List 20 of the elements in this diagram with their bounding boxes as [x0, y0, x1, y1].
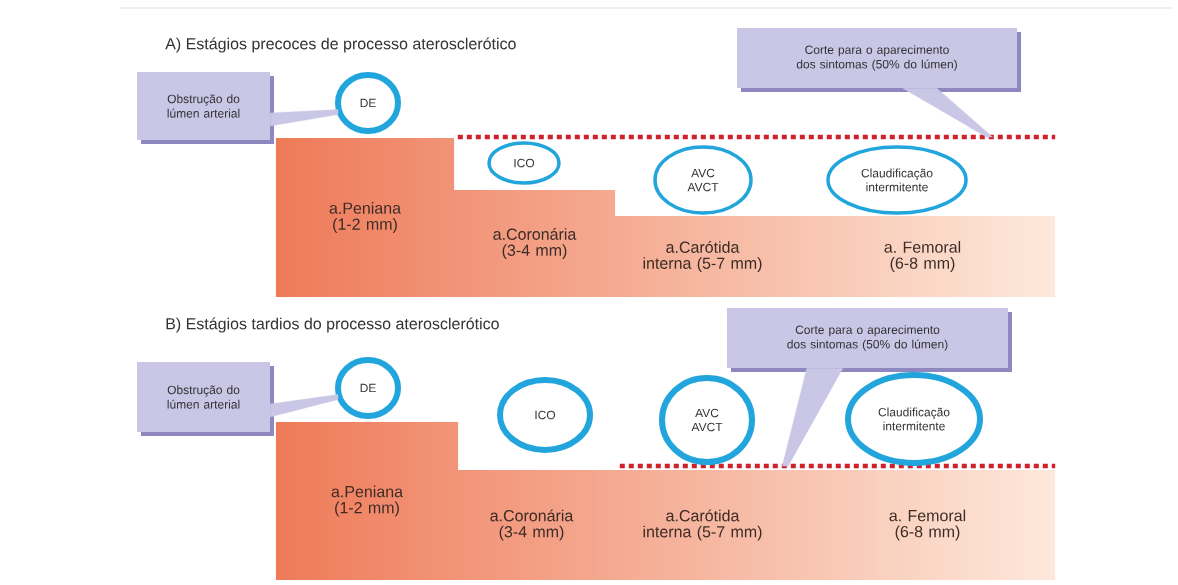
callout-pointer: [782, 368, 843, 467]
callout-box: Corte para o aparecimento dos sintomas (50% do lúmen): [737, 28, 1021, 92]
dotted-cutoff-line: [619, 463, 1056, 469]
artery-step: a.Carótida interna (5-7 mm): [643, 240, 762, 273]
callout-pointer: [270, 109, 339, 127]
callout-pointer: [270, 394, 339, 418]
artery-step: a. Femoral (6-8 mm): [884, 241, 961, 272]
artery-step: a. Femoral (6-8 mm): [889, 509, 966, 541]
callout-box: Obstrução do lúmen arterial: [137, 362, 274, 436]
callout-pointer: [902, 88, 993, 138]
dotted-cutoff-line: [457, 134, 1056, 140]
callout-box: Corte para o aparecimento dos sintomas (50% do lúmen): [727, 308, 1012, 372]
callout-box: Obstrução do lúmen arterial: [137, 72, 274, 144]
artery-step: a.Carótida interna (5-7 mm): [643, 509, 762, 541]
artery-step: a.Coronária (3-4 mm): [493, 227, 577, 260]
artery-step: a.Peniana (1-2 mm): [329, 202, 401, 233]
artery-step: a.Peniana (1-2 mm): [331, 485, 403, 517]
panel-heading: A) Estágios precoces de processo aterosclerótico: [165, 37, 516, 53]
artery-step: a.Coronária (3-4 mm): [490, 509, 574, 541]
panel-heading: B) Estágios tardios do processo aterosclerótico: [166, 317, 499, 333]
